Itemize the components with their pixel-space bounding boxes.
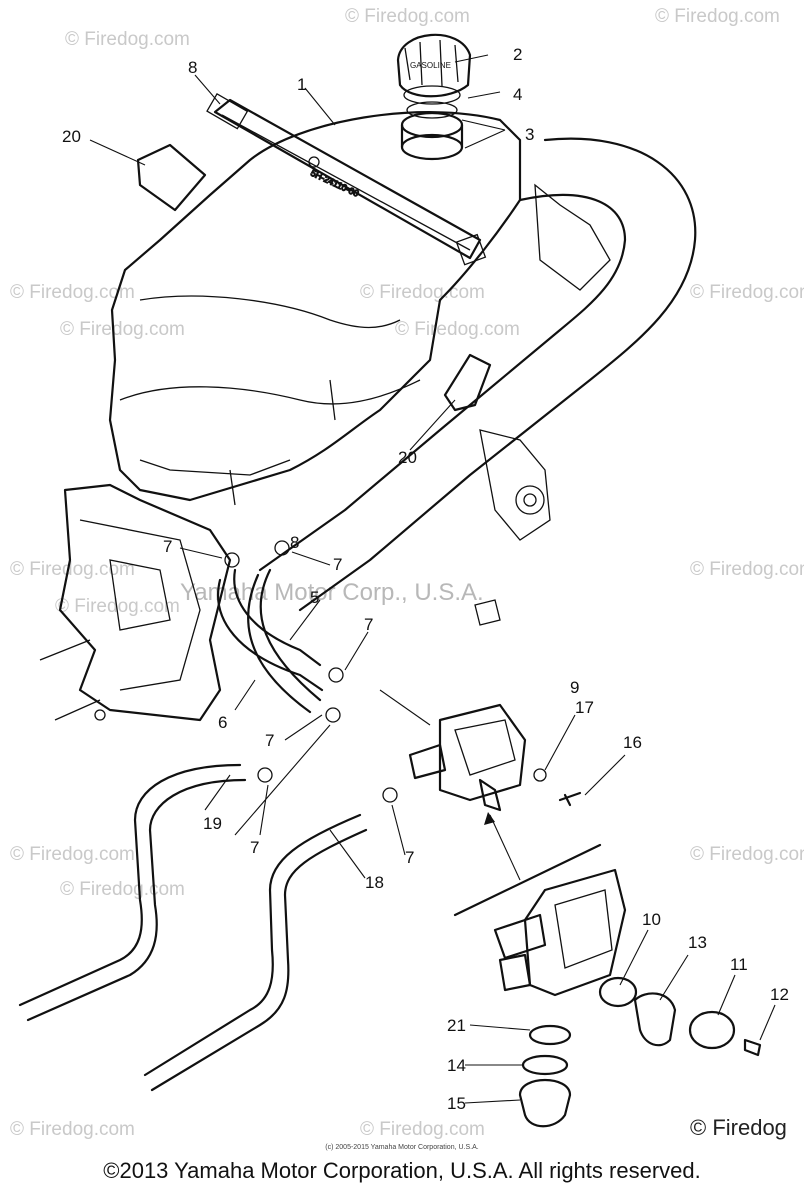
callout-13: 13 [688,933,707,952]
watermark-text: © Firedog.com [65,29,190,50]
callout-12: 12 [770,985,789,1004]
callout-7: 7 [364,615,373,634]
watermark-text: © Firedog.com [10,282,135,303]
watermark-text: © Firedog.com [10,844,135,865]
callout-7: 7 [265,731,274,750]
watermark-text: © Firedog.com [360,1119,485,1140]
cap-text: GASOLINE [410,61,451,70]
tank-stamp-text: 5H-24110-00 [309,168,360,199]
footer-copyright: ©2013 Yamaha Motor Corporation, U.S.A. A… [103,1158,701,1183]
callout-10: 10 [642,910,661,929]
firedog-badge: © Firedog [690,1115,787,1140]
callout-19: 19 [203,814,222,833]
callout-7: 7 [405,848,414,867]
callout-8: 8 [188,58,197,77]
callout-20: 20 [62,127,81,146]
callout-16: 16 [623,733,642,752]
fuel-lines-lower [18,763,368,1092]
callout-18: 18 [365,873,384,892]
callout-3: 3 [525,125,534,144]
watermark-text: © Firedog.com [345,6,470,27]
small-copyright: (c) 2005-2015 Yamaha Motor Corporation, … [325,1144,479,1151]
watermark-text: © Firedog.com [690,844,804,865]
callout-8: 8 [290,533,299,552]
callout-2: 2 [513,45,522,64]
callout-17: 17 [575,698,594,717]
callout-9: 9 [570,678,579,697]
fuel-cap-assembly: GASOLINE [396,33,472,161]
hose-clamps [224,540,398,803]
watermark-text: © Firedog.com [395,319,520,340]
callout-numbers: 1 2 3 4 8 20 20 7 8 7 5 7 6 7 19 7 7 18 … [62,45,789,1113]
callout-4: 4 [513,85,522,104]
callout-7: 7 [163,537,172,556]
watermark-text: © Firedog.com [690,559,804,580]
watermark-layer: © Firedog.com © Firedog.com © Firedog.co… [10,6,804,1140]
watermark-text: © Firedog.com [10,559,135,580]
tank-pads [136,143,492,412]
callout-7: 7 [333,555,342,574]
watermark-text: © Firedog.com [60,319,185,340]
watermark-text: © Firedog.com [10,1119,135,1140]
callout-15: 15 [447,1094,466,1113]
callout-11: 11 [730,955,748,974]
callout-21: 21 [447,1016,466,1035]
watermark-text: © Firedog.com [55,596,180,617]
watermark-text: © Firedog.com [60,879,185,900]
engine-bracket [39,483,232,722]
watermark-text: © Firedog.com [690,282,804,303]
fuel-lines-upper [217,568,324,714]
center-watermark-text: Yamaha Motor Corp., U.S.A. [180,579,484,606]
frame-tube [258,137,697,626]
callout-14: 14 [447,1056,466,1075]
watermark-text: © Firedog.com [360,282,485,303]
callout-6: 6 [218,713,227,732]
callout-5: 5 [310,588,319,607]
callout-1: 1 [297,75,306,94]
pump-detail [453,812,762,1128]
fuel-pump-main [379,689,582,812]
leader-lines [89,54,776,1104]
callout-7: 7 [250,838,259,857]
callout-20: 20 [398,448,417,467]
watermark-text: © Firedog.com [655,6,780,27]
